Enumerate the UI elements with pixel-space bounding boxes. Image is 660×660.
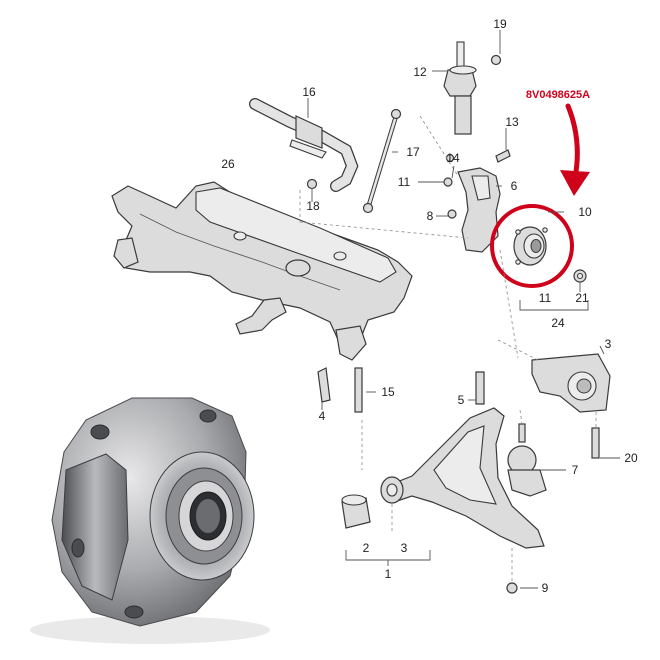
callout-5: 5 bbox=[458, 393, 465, 407]
knuckle-bolts bbox=[418, 149, 511, 219]
callout-24: 24 bbox=[551, 316, 565, 330]
anti-roll-bar bbox=[249, 98, 359, 192]
ball-joint bbox=[507, 423, 547, 497]
callout-4: 4 bbox=[319, 409, 326, 423]
control-arm-nut bbox=[506, 582, 518, 594]
callout-1: 1 bbox=[385, 567, 392, 581]
callout-9: 9 bbox=[542, 581, 549, 595]
callout-7: 7 bbox=[572, 463, 579, 477]
callout-3-arm: 3 bbox=[401, 541, 408, 555]
callout-11-lower: 11 bbox=[539, 291, 552, 305]
lower-control-arm bbox=[380, 407, 545, 549]
callout-8: 8 bbox=[427, 209, 434, 223]
control-arm-rear-bush bbox=[531, 353, 611, 413]
subframe bbox=[111, 181, 413, 361]
callout-18: 18 bbox=[306, 199, 320, 213]
strut-top-nut bbox=[490, 54, 502, 66]
callout-3-bush: 3 bbox=[605, 337, 612, 351]
callout-20: 20 bbox=[624, 451, 638, 465]
shock-absorber-strut bbox=[443, 41, 477, 135]
callout-14: 14 bbox=[446, 151, 460, 165]
anti-roll-bar-bush-clamp bbox=[289, 115, 327, 159]
steering-knuckle bbox=[457, 167, 501, 253]
callout-17: 17 bbox=[406, 145, 420, 159]
hub-nut bbox=[573, 269, 587, 283]
callout-13: 13 bbox=[505, 115, 519, 129]
callout-26: 26 bbox=[221, 157, 235, 171]
stabilizer-link bbox=[362, 108, 402, 214]
bush-bolt bbox=[591, 427, 600, 459]
assembly-guide-lines bbox=[299, 115, 597, 582]
subframe-bolts bbox=[317, 367, 485, 413]
wheel-hub-photo bbox=[30, 397, 270, 644]
callout-21: 21 bbox=[575, 291, 589, 305]
callout-10: 10 bbox=[578, 205, 592, 219]
callout-11-upper: 11 bbox=[398, 175, 411, 189]
clamp-bolt bbox=[306, 178, 318, 196]
callout-12: 12 bbox=[413, 65, 427, 79]
callout-6: 6 bbox=[511, 179, 518, 193]
part-number-label: 8V0498625A bbox=[526, 89, 590, 101]
highlight-arrow bbox=[560, 103, 590, 196]
callout-leaders bbox=[307, 30, 620, 589]
wheel-hub-bearing bbox=[513, 226, 548, 266]
callout-19: 19 bbox=[493, 17, 507, 31]
highlight-circle bbox=[490, 204, 574, 288]
callout-2: 2 bbox=[363, 541, 370, 555]
callout-15: 15 bbox=[381, 385, 395, 399]
control-arm-front-bush bbox=[341, 494, 371, 529]
callout-16: 16 bbox=[302, 85, 316, 99]
